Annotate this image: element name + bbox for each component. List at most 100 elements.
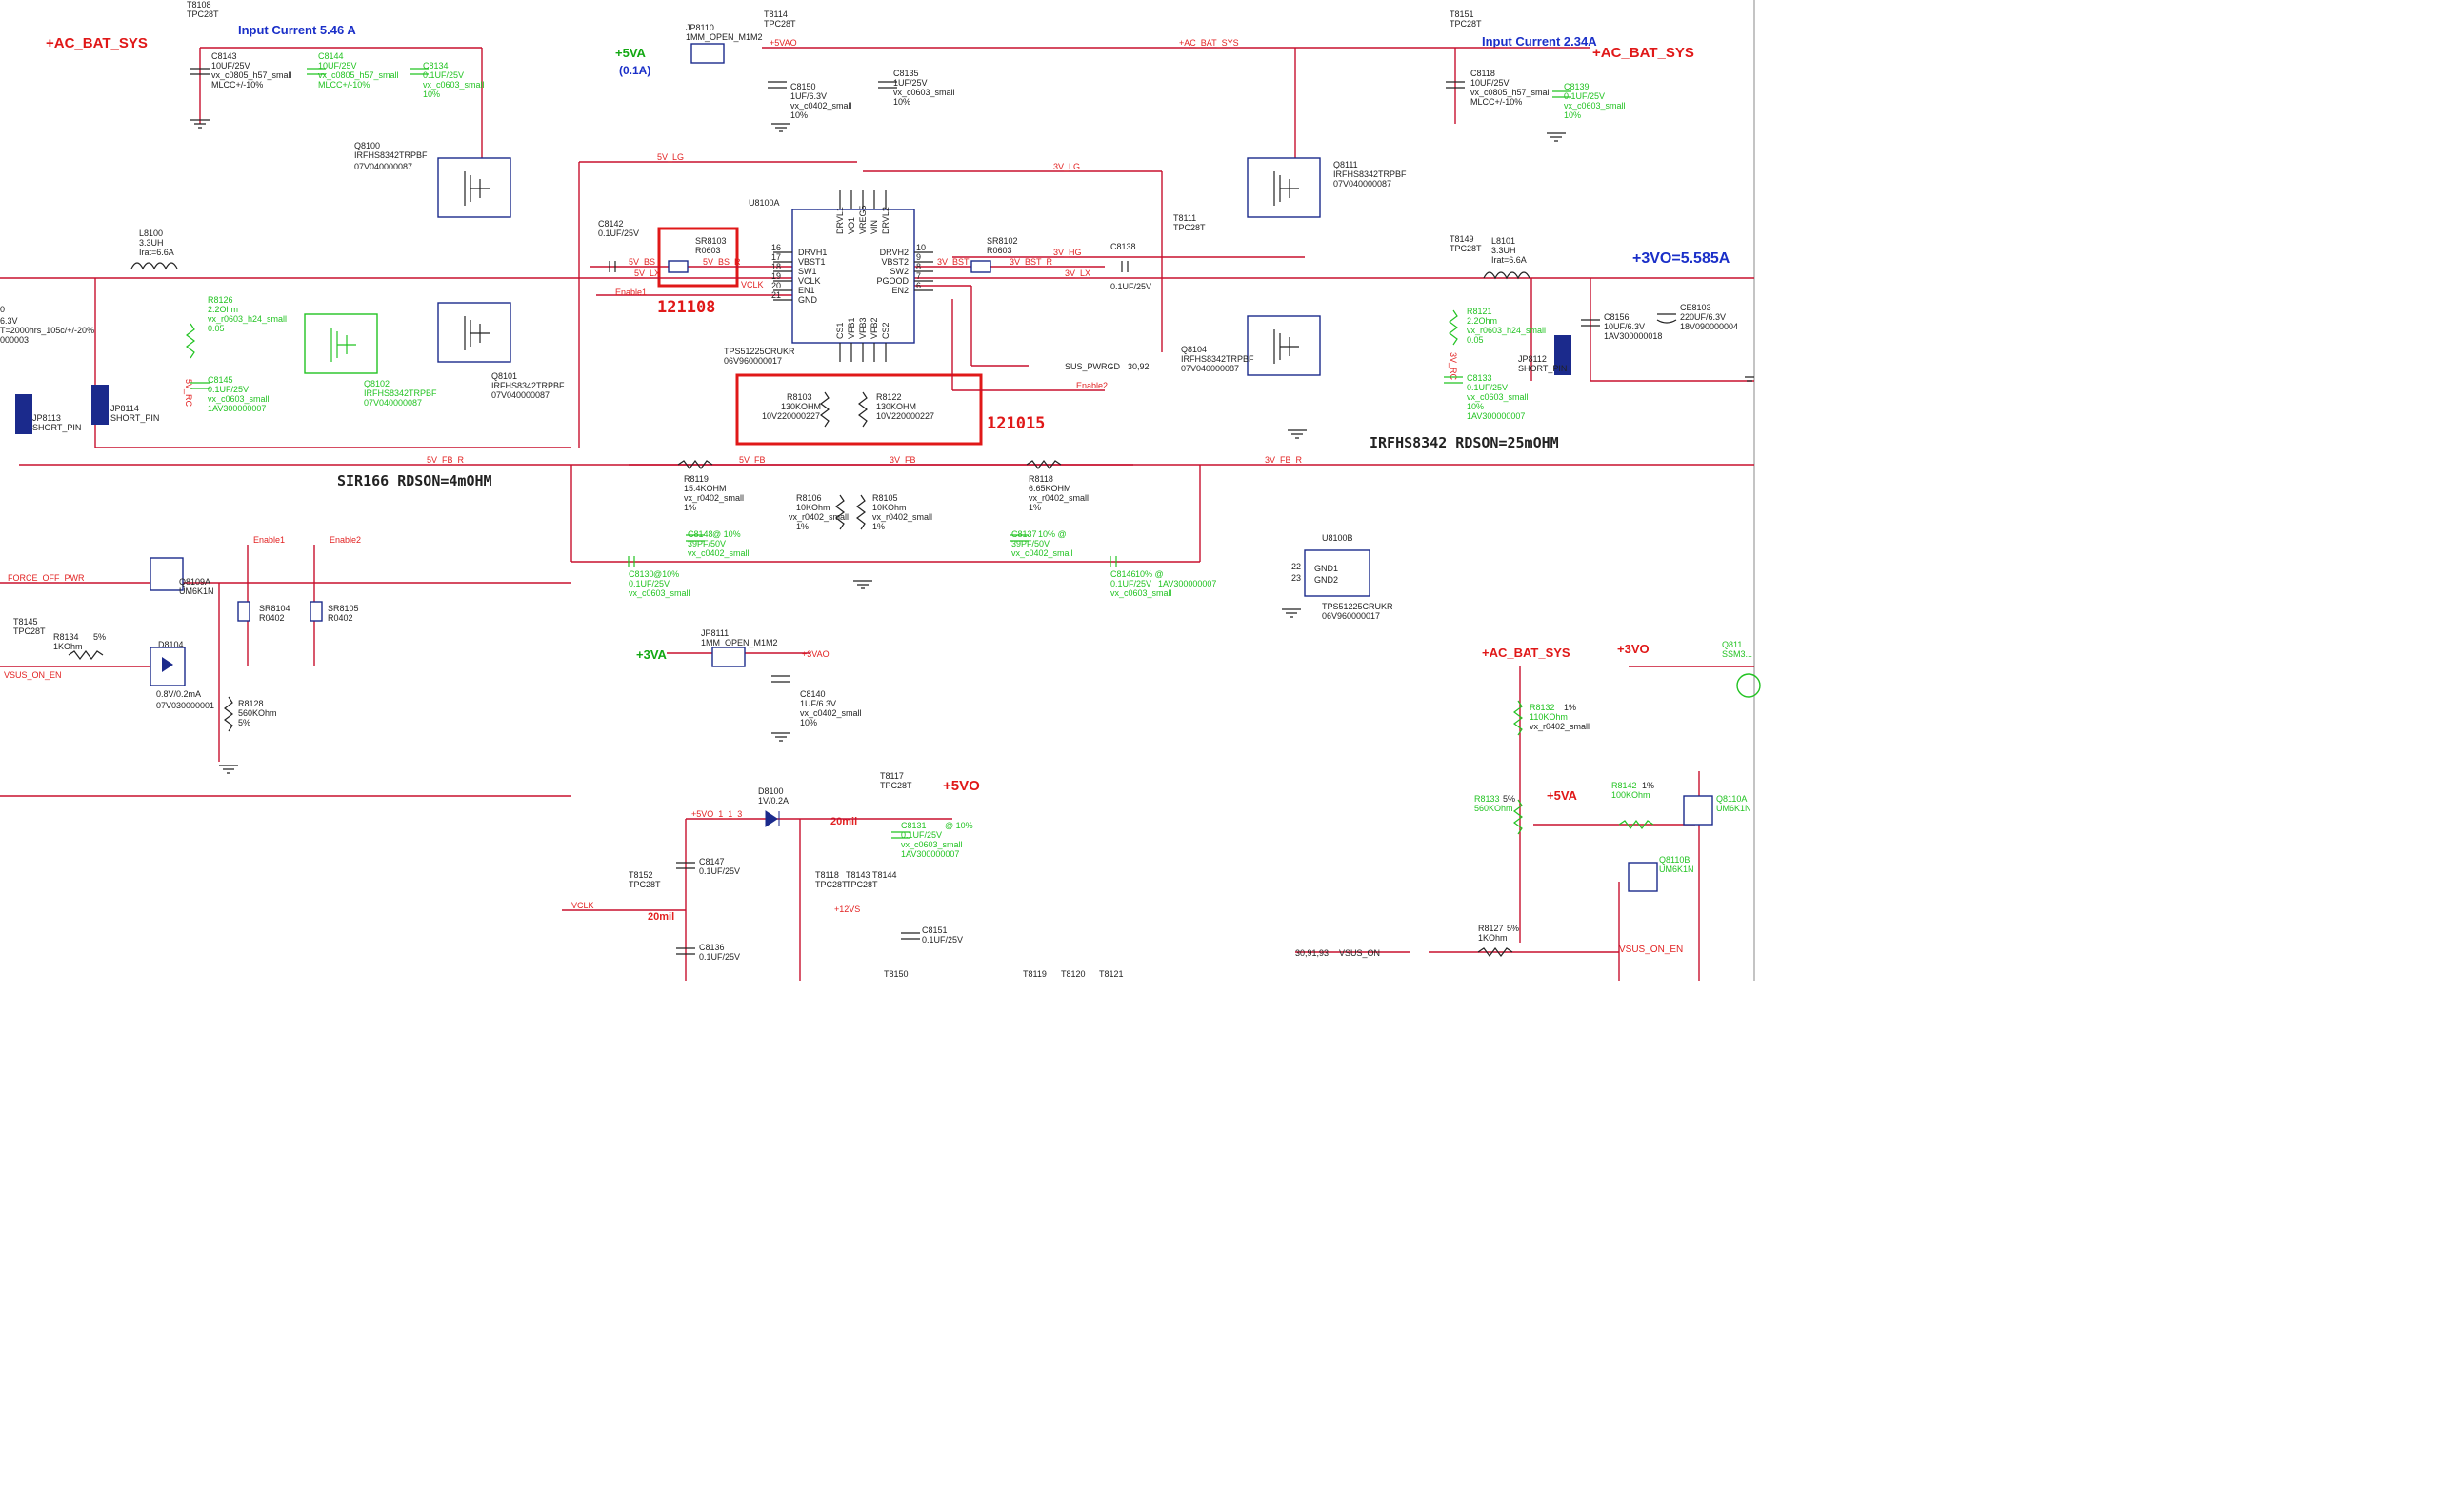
tp-t8152-ref: T8152 — [629, 870, 653, 880]
resistor-r8121-fp: vx_r0603_h24_small — [1467, 326, 1546, 335]
resistor-r8119-fp: vx_r0402_small — [684, 493, 744, 503]
tp-t8114-val: TPC28T — [764, 19, 796, 29]
net-3v-rc: 3V_RC — [1449, 352, 1458, 381]
resistor-r8127-ref: R8127 — [1478, 924, 1504, 933]
mosfet-q8100-symbol — [464, 171, 490, 206]
ic-u8100b-body — [1304, 549, 1370, 597]
cap-c8151-ref: C8151 — [922, 925, 948, 935]
cap-c8145-symbol — [190, 382, 210, 389]
resistor-r8122-ref: R8122 — [876, 392, 902, 402]
resistor-r8105-val: 10KOhm — [872, 503, 907, 512]
net-5v-bs-r: 5V_BS_R — [703, 257, 741, 267]
cap-c8143-symbol — [190, 68, 210, 75]
resistor-r8121-val: 2.2Ohm — [1467, 316, 1497, 326]
cap-c8118-tol: MLCC+/-10% — [1470, 97, 1522, 107]
ic-pin-number: 19 — [771, 271, 781, 281]
cap-c8130-ref: C8130 — [629, 569, 654, 579]
ic-u8100b-pin-22: GND1 — [1314, 564, 1338, 573]
q8110a-body — [1683, 795, 1713, 826]
resistor-r8118-val: 6.65KOHM — [1029, 484, 1071, 493]
cap-c8135-fp: vx_c0603_small — [893, 88, 955, 97]
ic-pin-name: VFB1 — [847, 317, 856, 339]
resistors: R8103 130KOHM 10V220000227 R8122 130KOHM… — [53, 295, 1654, 957]
ground-icon — [853, 580, 872, 589]
cap-c8146-symbol — [1110, 556, 1117, 567]
cap-c8142-ref: C8142 — [598, 219, 624, 229]
ic-pin-name: EN1 — [798, 286, 815, 295]
cap-c8144-tol: MLCC+/-10% — [318, 80, 370, 90]
resistor-r8127-tol: 5% — [1507, 924, 1519, 933]
resistor-r8103-symbol — [820, 391, 830, 428]
note-sir166-rdson: SIR166 RDSON=4mOHM — [337, 472, 492, 489]
jumper-jp8111-body — [711, 647, 746, 667]
net-5v-rc: 5V_RC — [184, 379, 193, 408]
resistor-r8119-val: 15.4KOHM — [684, 484, 727, 493]
tp-t8120-ref: T8120 — [1061, 969, 1086, 979]
tp-t8117-val: TPC28T — [880, 781, 912, 790]
resistor-r8121-tol: 0.05 — [1467, 335, 1484, 345]
net-vsus-on: VSUS_ON — [1339, 948, 1380, 958]
jumper-jp8111-ref: JP8111 — [701, 628, 729, 638]
cap-c8133-pn: 1AV300000007 — [1467, 411, 1525, 421]
resistor-r8128-ref: R8128 — [238, 699, 264, 708]
resistor-r8134-val: 1KOhm — [53, 642, 83, 651]
resistor-r8106-tol: 1% — [796, 522, 809, 531]
annotation-121015: 121015 — [987, 414, 1045, 433]
cap-c8143-val: 10UF/25V — [211, 61, 250, 70]
ic-pin-name: DRVH1 — [798, 248, 827, 257]
net-3v-lx: 3V_LX — [1065, 269, 1090, 278]
annotation-121108: 121108 — [657, 298, 715, 317]
cap-c8135-symbol — [878, 81, 897, 89]
net-3v-fb: 3V_FB — [890, 455, 916, 465]
mosfet-q8101-ref: Q8101 — [491, 371, 517, 381]
resistor-r8106-fp: vx_r0402_small — [789, 512, 849, 522]
resistor-r8119-symbol — [677, 460, 713, 469]
net-5v-lx: 5V_LX — [634, 269, 660, 278]
d8104-ref: D8104 — [158, 640, 184, 649]
sr8104-val: R0402 — [259, 613, 285, 623]
sr8102-val: R0603 — [987, 246, 1012, 255]
resistor-r8105-fp: vx_r0402_small — [872, 512, 932, 522]
resistor-r8132-val: 110KOhm — [1530, 712, 1568, 722]
tp-t8151-ref: T8151 — [1450, 10, 1474, 19]
mosfet-q8101-symbol — [464, 316, 490, 350]
cap-c8136-val: 0.1UF/25V — [699, 952, 740, 962]
mosfet-q8100-ref: Q8100 — [354, 141, 380, 150]
cap-c8130-symbol — [628, 556, 635, 567]
resistor-r8106-val: 10KOhm — [796, 503, 830, 512]
cap-c8139-fp: vx_c0603_small — [1564, 101, 1626, 110]
net-5v-bs: 5V_BS — [629, 257, 655, 267]
cap-c8139-tol: 10% — [1564, 110, 1581, 120]
mosfets: Q8100 IRFHS8342TRPBF 07V040000087 Q8101 … — [304, 141, 1407, 408]
cap-c8151-val: 0.1UF/25V — [922, 935, 963, 945]
note-20mil-b: 20mil — [648, 911, 674, 923]
resistor-r8119-ref: R8119 — [684, 474, 709, 484]
sr8102-ref: SR8102 — [987, 236, 1018, 246]
cap-c8139-symbol — [1552, 90, 1571, 98]
inductor-l8100-val: 3.3UH — [139, 238, 164, 248]
mosfet-q8111-part: IRFHS8342TRPBF — [1333, 169, 1407, 179]
resistor-r8132-symbol — [1513, 700, 1523, 736]
cap-c8130-val: 0.1UF/25V — [629, 579, 670, 588]
mosfet-q8102-symbol — [330, 328, 356, 362]
rail-plus-5va: +5VA — [615, 46, 647, 60]
net-3vao: +3VAO — [802, 649, 830, 659]
resistor-r8122-pn: 10V220000227 — [876, 411, 934, 421]
net-5v-lg: 5V_LG — [657, 152, 684, 162]
net-3v-lg: 3V_LG — [1053, 162, 1080, 171]
mosfet-q8102: Q8102 IRFHS8342TRPBF 07V040000087 — [304, 313, 437, 408]
cap-c8135-val: 1UF/25V — [893, 78, 928, 88]
cap-c8156-symbol — [1581, 319, 1600, 327]
net-vclk: VCLK — [741, 280, 764, 289]
cap-c8150-ref: C8150 — [790, 82, 816, 91]
tp-t8119-ref: T8119 — [1023, 969, 1047, 979]
cap-c8134-symbol — [410, 68, 429, 75]
jumper-jp8110-ref: JP8110 — [686, 23, 714, 32]
mosfet-q8111-pn: 07V040000087 — [1333, 179, 1391, 189]
resistor-r8134-tol: 5% — [93, 632, 106, 642]
cap-c8148-tol: @ 10% — [712, 529, 741, 539]
cap-c8135-tol: 10% — [893, 97, 910, 107]
ic-pin-number: 18 — [771, 262, 781, 271]
cap-c8146-tol: 10% @ — [1135, 569, 1164, 579]
